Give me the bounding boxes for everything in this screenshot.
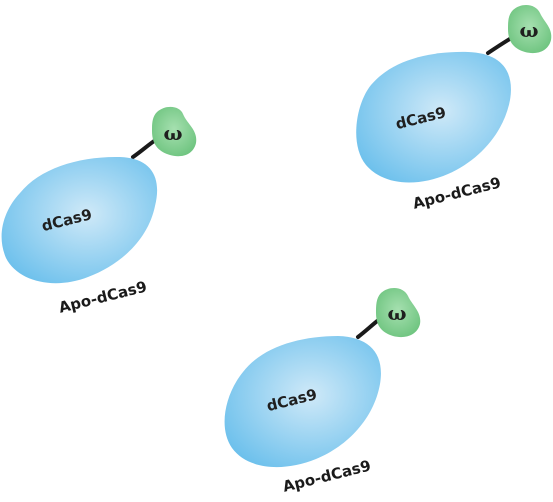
dcas9-body [224, 336, 381, 468]
dcas9-body [1, 156, 158, 284]
linker [131, 137, 159, 159]
omega-subunit [508, 4, 552, 54]
omega-label: ω [387, 301, 406, 325]
complex-2: ω dCas9 Apo-dCas9 [356, 4, 552, 213]
dcas9-body [356, 51, 511, 183]
omega-subunit [152, 106, 197, 157]
omega-label: ω [163, 121, 182, 145]
complex-3: ω dCas9 Apo-dCas9 [224, 287, 421, 496]
omega-subunit [376, 287, 421, 338]
linker [486, 35, 515, 55]
omega-label: ω [519, 18, 538, 42]
complex-1: ω dCas9 Apo-dCas9 [1, 106, 197, 317]
caption: Apo-dCas9 [57, 278, 149, 317]
